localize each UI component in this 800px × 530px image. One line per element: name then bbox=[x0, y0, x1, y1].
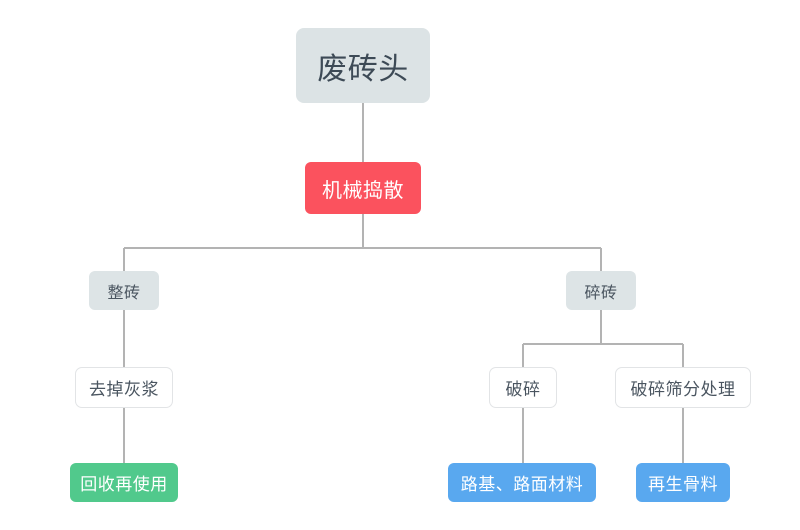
node-crushing[interactable]: 破碎 bbox=[489, 367, 557, 408]
node-crush-screen-treatment[interactable]: 破碎筛分处理 bbox=[615, 367, 751, 408]
node-recycle-reuse[interactable]: 回收再使用 bbox=[70, 463, 178, 502]
node-waste-brick[interactable]: 废砖头 bbox=[296, 28, 430, 103]
node-remove-mortar[interactable]: 去掉灰浆 bbox=[75, 367, 173, 408]
node-whole-brick[interactable]: 整砖 bbox=[89, 271, 159, 310]
node-subgrade-pavement-material[interactable]: 路基、路面材料 bbox=[448, 463, 596, 502]
node-mechanical-loosening[interactable]: 机械捣散 bbox=[305, 162, 421, 214]
node-broken-brick[interactable]: 碎砖 bbox=[566, 271, 636, 310]
node-recycled-aggregate[interactable]: 再生骨料 bbox=[636, 463, 730, 502]
